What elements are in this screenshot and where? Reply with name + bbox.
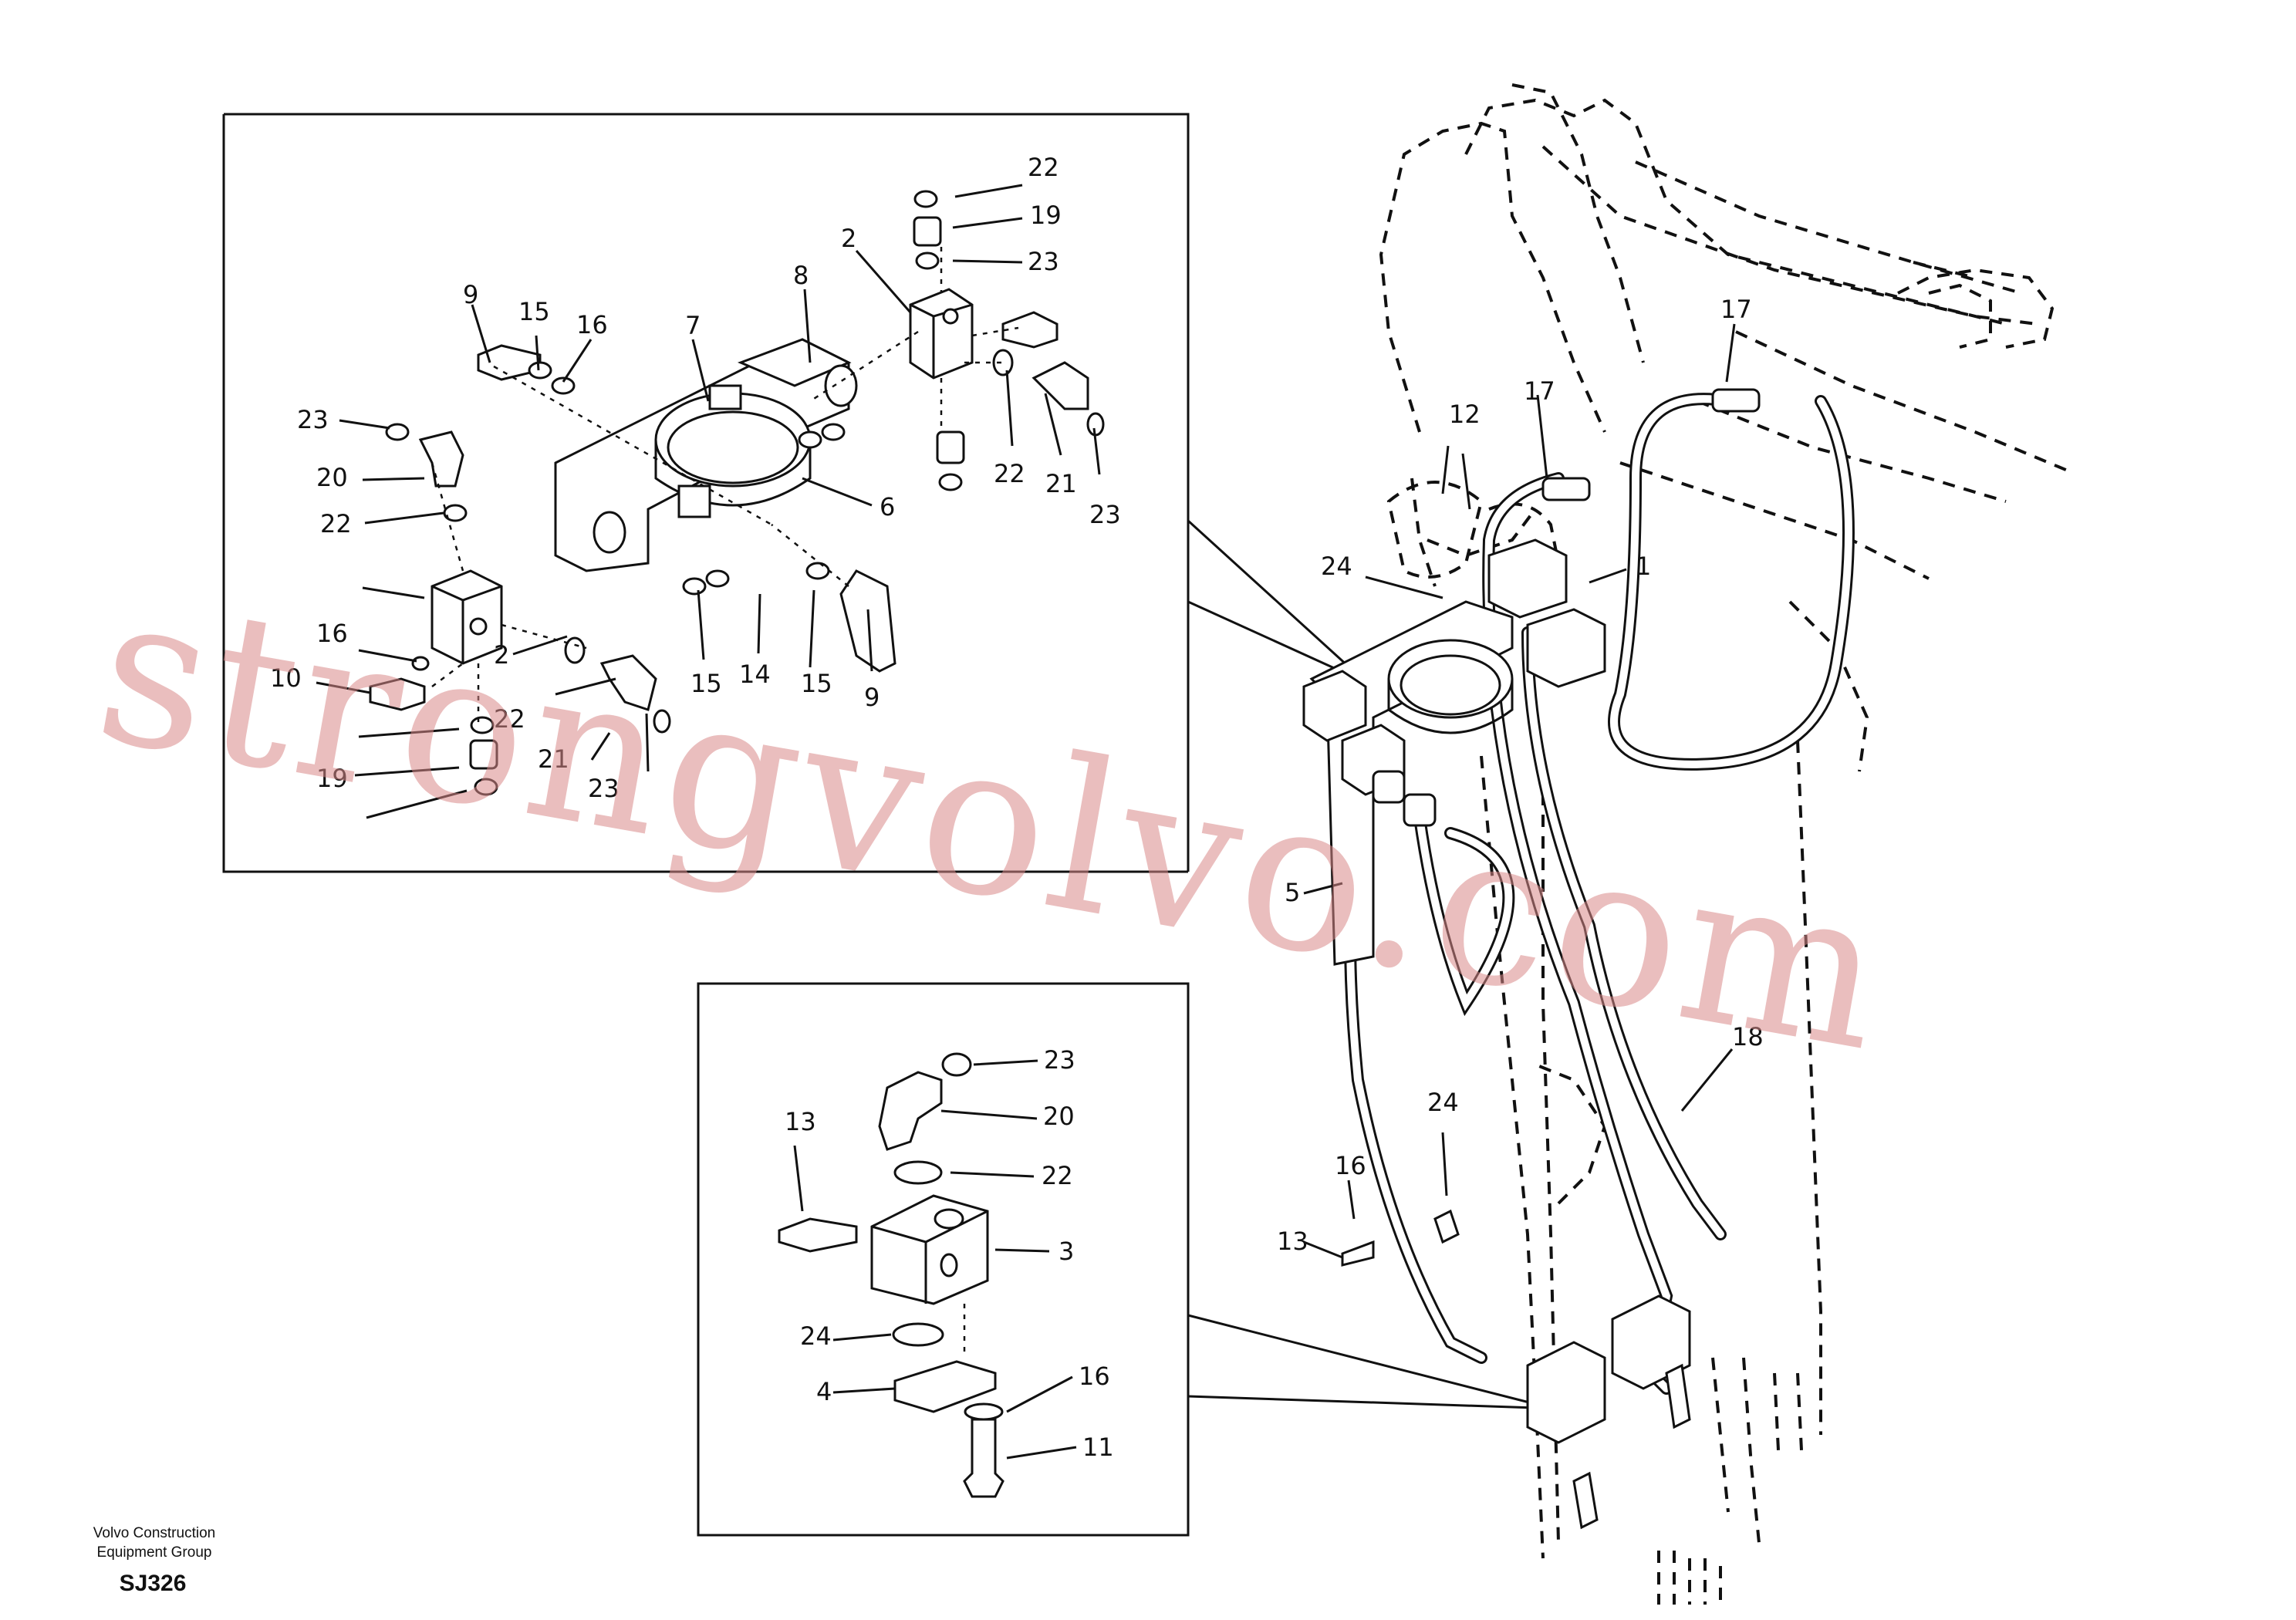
bracket-flange [737, 338, 852, 387]
label-22: 22 [1042, 1161, 1073, 1190]
label-23: 23 [297, 405, 329, 434]
label-24: 24 [1321, 552, 1352, 581]
label-19: 19 [316, 764, 348, 793]
label-20: 20 [1043, 1102, 1075, 1131]
label-22: 22 [494, 704, 525, 734]
label-2: 2 [841, 224, 856, 253]
label-24: 24 [800, 1321, 832, 1351]
label-19: 19 [1030, 201, 1062, 230]
label-20: 20 [316, 463, 348, 492]
label-10: 10 [270, 663, 302, 693]
label-12: 12 [1449, 400, 1481, 429]
label-22: 22 [1028, 153, 1059, 182]
label-23: 23 [1044, 1045, 1075, 1075]
label-9: 9 [864, 683, 880, 712]
inset-detail-bottom [697, 982, 1536, 1537]
label-15: 15 [690, 669, 722, 698]
label-22: 22 [320, 509, 352, 538]
label-17: 17 [1524, 376, 1555, 406]
footer: Volvo Construction Equipment Group SJ326 [93, 1525, 215, 1596]
label-6: 6 [880, 492, 895, 521]
label-3: 3 [1059, 1237, 1074, 1266]
label-22: 22 [994, 459, 1025, 488]
callout-labels: 1 2 2 3 4 5 6 7 8 9 9 10 11 12 13 13 14 … [270, 153, 1764, 1462]
label-9: 9 [463, 280, 478, 309]
label-24: 24 [1427, 1088, 1459, 1117]
label-4: 4 [816, 1377, 832, 1406]
footer-org-line2: Equipment Group [97, 1544, 212, 1561]
label-23: 23 [1028, 247, 1059, 276]
label-14: 14 [739, 660, 771, 689]
machine-outline [1379, 83, 2068, 1605]
label-15: 15 [801, 669, 832, 698]
label-7: 7 [685, 311, 701, 340]
label-13: 13 [1277, 1227, 1308, 1256]
hose-17 [1608, 393, 1855, 771]
label-11: 11 [1082, 1433, 1114, 1462]
label-16: 16 [1079, 1362, 1110, 1391]
label-8: 8 [793, 261, 809, 290]
label-2: 2 [494, 640, 509, 670]
footer-code: SJ326 [120, 1571, 187, 1596]
label-16: 16 [1335, 1151, 1366, 1180]
label-5: 5 [1285, 878, 1300, 907]
label-13: 13 [785, 1107, 816, 1136]
valve-block-upper [909, 288, 974, 380]
footer-org-line1: Volvo Construction [93, 1525, 215, 1541]
label-23: 23 [588, 774, 620, 803]
label-1: 1 [1636, 552, 1651, 581]
elbow-fitting [878, 1071, 943, 1151]
label-16: 16 [576, 310, 608, 339]
label-15: 15 [518, 297, 550, 326]
label-16: 16 [316, 619, 348, 648]
label-18: 18 [1732, 1022, 1764, 1051]
leader-arrows [316, 184, 1736, 1460]
label-23: 23 [1089, 500, 1121, 529]
label-17: 17 [1720, 295, 1752, 324]
main-assembly [1302, 388, 1855, 1530]
label-21: 21 [538, 744, 569, 774]
flange [893, 1360, 997, 1413]
inset-detail-top [222, 113, 1359, 873]
label-21: 21 [1045, 469, 1077, 498]
block [870, 1194, 989, 1305]
